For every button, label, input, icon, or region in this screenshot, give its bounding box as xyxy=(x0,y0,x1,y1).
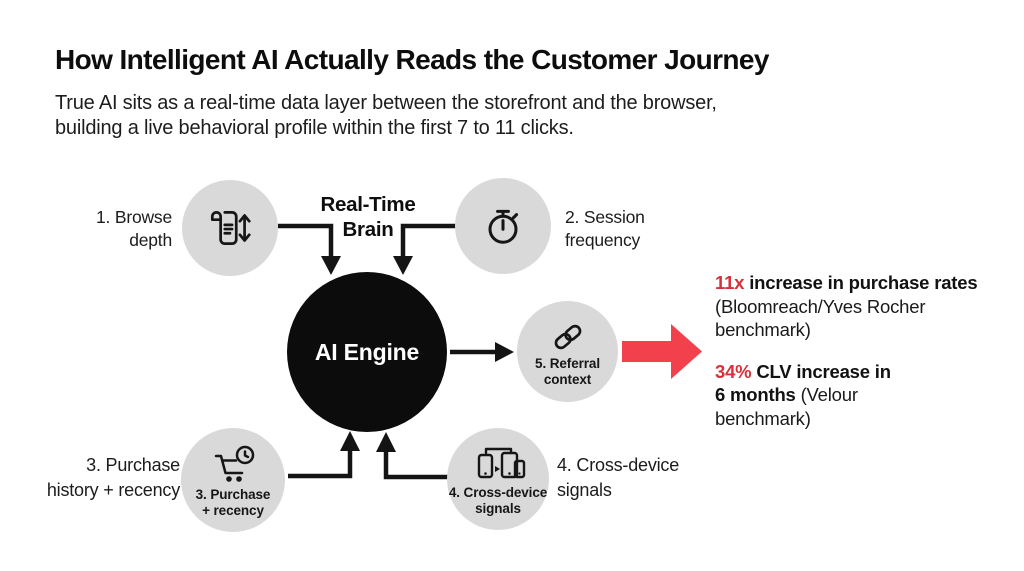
ai-engine-label: AI Engine xyxy=(314,338,420,365)
page-subtitle: True AI sits as a real-time data layer b… xyxy=(55,91,717,141)
label-browse-depth: 1. Browse depth xyxy=(95,207,172,250)
devices-icon xyxy=(477,447,526,479)
stat2-headline-line1: CLV increase in xyxy=(756,360,891,382)
arrowhead-devices xyxy=(376,432,396,452)
stat1-value: 11x xyxy=(715,272,745,293)
node-purchase-recency: 3. Purchase + recency xyxy=(181,428,285,532)
arrowhead-session xyxy=(393,256,413,275)
node-referral-label: 5. Referral context xyxy=(535,356,600,387)
label-real-time-brain: Real-Time Brain xyxy=(320,193,416,241)
arrow-purchase-to-engine xyxy=(288,450,353,479)
results-arrow-icon xyxy=(622,324,702,379)
node-cross-device: 4. Cross-device signals xyxy=(447,428,549,530)
label-purchase-history: 3. Purchase history + recency xyxy=(46,455,180,500)
stat1-source-line1: (Bloomreach/Yves Rocher xyxy=(715,295,926,317)
label-cross-device: 4. Cross-device signals xyxy=(557,455,680,500)
node-cross-device-label: 4. Cross-device signals xyxy=(448,485,548,516)
scroll-depth-icon xyxy=(210,211,251,245)
subtitle-line-1: True AI sits as a real-time data layer b… xyxy=(55,92,717,114)
link-icon xyxy=(554,324,581,350)
arrowhead-referral xyxy=(495,342,514,362)
stat1-headline: increase in purchase rates xyxy=(749,272,978,293)
stat-purchase-rates: 11x increase in purchase rates (Bloomrea… xyxy=(715,271,978,342)
stat2-source-line2: benchmark) xyxy=(715,407,811,429)
stopwatch-icon xyxy=(488,209,519,244)
node-session-frequency xyxy=(455,178,551,274)
subtitle-line-2: building a live behavioral profile withi… xyxy=(55,117,574,139)
cart-clock-icon xyxy=(214,445,255,482)
label-session-frequency: 2. Session frequency xyxy=(565,207,645,250)
arrow-devices-to-engine xyxy=(383,451,449,480)
stat2-value: 34% xyxy=(715,360,752,382)
node-referral-context: 5. Referral context xyxy=(517,301,618,402)
arrowhead-purchase xyxy=(340,431,360,451)
page-title: How Intelligent AI Actually Reads the Cu… xyxy=(55,44,769,75)
ai-engine-node: AI Engine xyxy=(287,272,447,432)
stat1-source-line2: benchmark) xyxy=(715,319,811,340)
node-browse-depth xyxy=(182,180,278,276)
stat2-source-inline: (Velour xyxy=(800,384,858,405)
node-purchase-label: 3. Purchase + recency xyxy=(195,487,271,518)
stat-clv-increase: 34% CLV increase in 6 months (Velour ben… xyxy=(715,360,977,431)
stat2-headline-line2: 6 months xyxy=(715,384,796,405)
results-block: 11x increase in purchase rates (Bloomrea… xyxy=(715,271,978,431)
arrowhead-browse xyxy=(321,256,341,275)
